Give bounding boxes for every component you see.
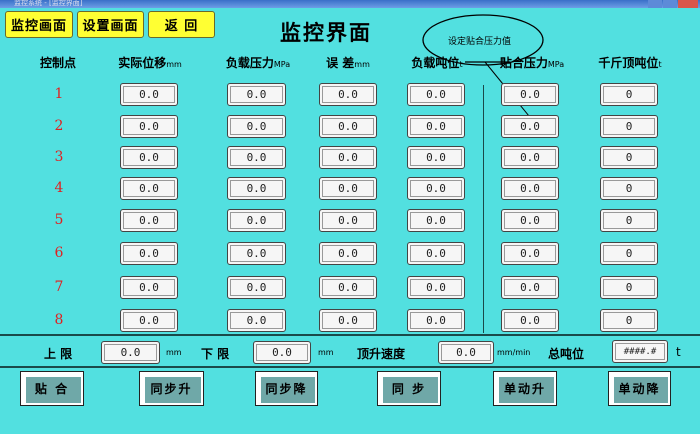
- error-field: 0.0: [319, 83, 377, 106]
- settings-screen-button[interactable]: 设置画面: [77, 11, 144, 38]
- displacement-field: 0.0: [120, 115, 178, 138]
- error-field: 0.0: [319, 115, 377, 138]
- single-lower-button[interactable]: 单动降: [608, 371, 671, 406]
- column-divider: [483, 85, 484, 333]
- lower-limit-label: 下 限: [201, 347, 230, 361]
- load-pressure-field: 0.0: [227, 115, 286, 138]
- displacement-field: 0.0: [120, 242, 178, 265]
- fit-pressure-field[interactable]: 0.0: [501, 276, 559, 299]
- header-point: 控制点: [39, 56, 77, 70]
- load-pressure-field: 0.0: [227, 177, 286, 200]
- total-tonnage-unit: t: [676, 345, 681, 359]
- control-point-number: 7: [54, 279, 64, 295]
- jack-tonnage-field: 0: [600, 276, 658, 299]
- jack-tonnage-field: 0: [600, 309, 658, 332]
- control-point-number: 6: [54, 245, 64, 261]
- error-field: 0.0: [319, 276, 377, 299]
- minimize-button[interactable]: [648, 0, 662, 8]
- load-tonnage-field: 0.0: [407, 177, 465, 200]
- load-tonnage-field: 0.0: [407, 83, 465, 106]
- jack-tonnage-field: 0: [600, 177, 658, 200]
- page-title: 监控界面: [280, 21, 372, 45]
- error-field: 0.0: [319, 177, 377, 200]
- window-titlebar: 监控系统 - [监控界面]: [0, 0, 700, 8]
- error-field: 0.0: [319, 146, 377, 169]
- fit-pressure-field[interactable]: 0.0: [501, 309, 559, 332]
- close-button[interactable]: [678, 0, 698, 8]
- load-pressure-field: 0.0: [227, 242, 286, 265]
- error-field: 0.0: [319, 242, 377, 265]
- load-tonnage-field: 0.0: [407, 146, 465, 169]
- control-point-number: 8: [54, 312, 64, 328]
- upper-limit-label: 上 限: [44, 347, 73, 361]
- maximize-button[interactable]: [663, 0, 677, 8]
- jack-tonnage-field: 0: [600, 242, 658, 265]
- sync-lower-button[interactable]: 同步降: [255, 371, 318, 406]
- total-tonnage-display: ####.#: [612, 340, 668, 363]
- load-pressure-field: 0.0: [227, 146, 286, 169]
- lift-speed-input[interactable]: 0.0: [438, 341, 494, 364]
- upper-limit-unit: mm: [166, 348, 182, 357]
- load-pressure-field: 0.0: [227, 276, 286, 299]
- header-error: 误 差mm: [326, 56, 370, 70]
- jack-tonnage-field: 0: [600, 146, 658, 169]
- fit-pressure-field[interactable]: 0.0: [501, 242, 559, 265]
- sync-raise-button[interactable]: 同步升: [139, 371, 204, 406]
- control-point-number: 4: [54, 180, 64, 196]
- jack-tonnage-field: 0: [600, 115, 658, 138]
- displacement-field: 0.0: [120, 177, 178, 200]
- displacement-field: 0.0: [120, 146, 178, 169]
- header-load-pressure: 负载压力MPa: [225, 56, 291, 70]
- control-point-number: 5: [54, 212, 64, 228]
- load-tonnage-field: 0.0: [407, 209, 465, 232]
- control-point-number: 3: [54, 149, 64, 165]
- header-load-tonnage: 负载吨位t: [411, 56, 463, 70]
- displacement-field: 0.0: [120, 209, 178, 232]
- header-fit-pressure: 贴合压力MPa: [499, 56, 565, 70]
- fit-button[interactable]: 贴 合: [20, 371, 84, 406]
- callout-text: 设定贴合压力值: [448, 37, 512, 47]
- load-tonnage-field: 0.0: [407, 276, 465, 299]
- fit-pressure-field[interactable]: 0.0: [501, 177, 559, 200]
- lift-speed-unit: mm/min: [497, 348, 531, 357]
- load-pressure-field: 0.0: [227, 83, 286, 106]
- total-tonnage-label: 总吨位: [548, 347, 585, 361]
- fit-pressure-field[interactable]: 0.0: [501, 209, 559, 232]
- single-raise-button[interactable]: 单动升: [493, 371, 557, 406]
- error-field: 0.0: [319, 309, 377, 332]
- load-tonnage-field: 0.0: [407, 242, 465, 265]
- load-pressure-field: 0.0: [227, 209, 286, 232]
- displacement-field: 0.0: [120, 276, 178, 299]
- displacement-field: 0.0: [120, 309, 178, 332]
- divider-top: [0, 334, 700, 336]
- window-title: 监控系统 - [监控界面]: [14, 0, 83, 7]
- displacement-field: 0.0: [120, 83, 178, 106]
- back-button[interactable]: 返 回: [148, 11, 215, 38]
- header-jack-tonnage: 千斤顶吨位t: [598, 56, 662, 70]
- load-pressure-field: 0.0: [227, 309, 286, 332]
- fit-pressure-field[interactable]: 0.0: [501, 83, 559, 106]
- jack-tonnage-field: 0: [600, 83, 658, 106]
- jack-tonnage-field: 0: [600, 209, 658, 232]
- lift-speed-label: 顶升速度: [357, 347, 406, 361]
- error-field: 0.0: [319, 209, 377, 232]
- divider-bottom: [0, 366, 700, 368]
- lower-limit-input[interactable]: 0.0: [253, 341, 311, 364]
- fit-pressure-field[interactable]: 0.0: [501, 115, 559, 138]
- load-tonnage-field: 0.0: [407, 309, 465, 332]
- header-displacement: 实际位移mm: [118, 56, 182, 70]
- monitor-screen-button[interactable]: 监控画面: [5, 11, 73, 38]
- load-tonnage-field: 0.0: [407, 115, 465, 138]
- callout-ellipse: [422, 14, 544, 66]
- fit-pressure-field[interactable]: 0.0: [501, 146, 559, 169]
- upper-limit-input[interactable]: 0.0: [101, 341, 160, 364]
- sync-button[interactable]: 同 步: [377, 371, 441, 406]
- lower-limit-unit: mm: [318, 348, 334, 357]
- control-point-number: 2: [54, 118, 64, 134]
- control-point-number: 1: [54, 86, 64, 102]
